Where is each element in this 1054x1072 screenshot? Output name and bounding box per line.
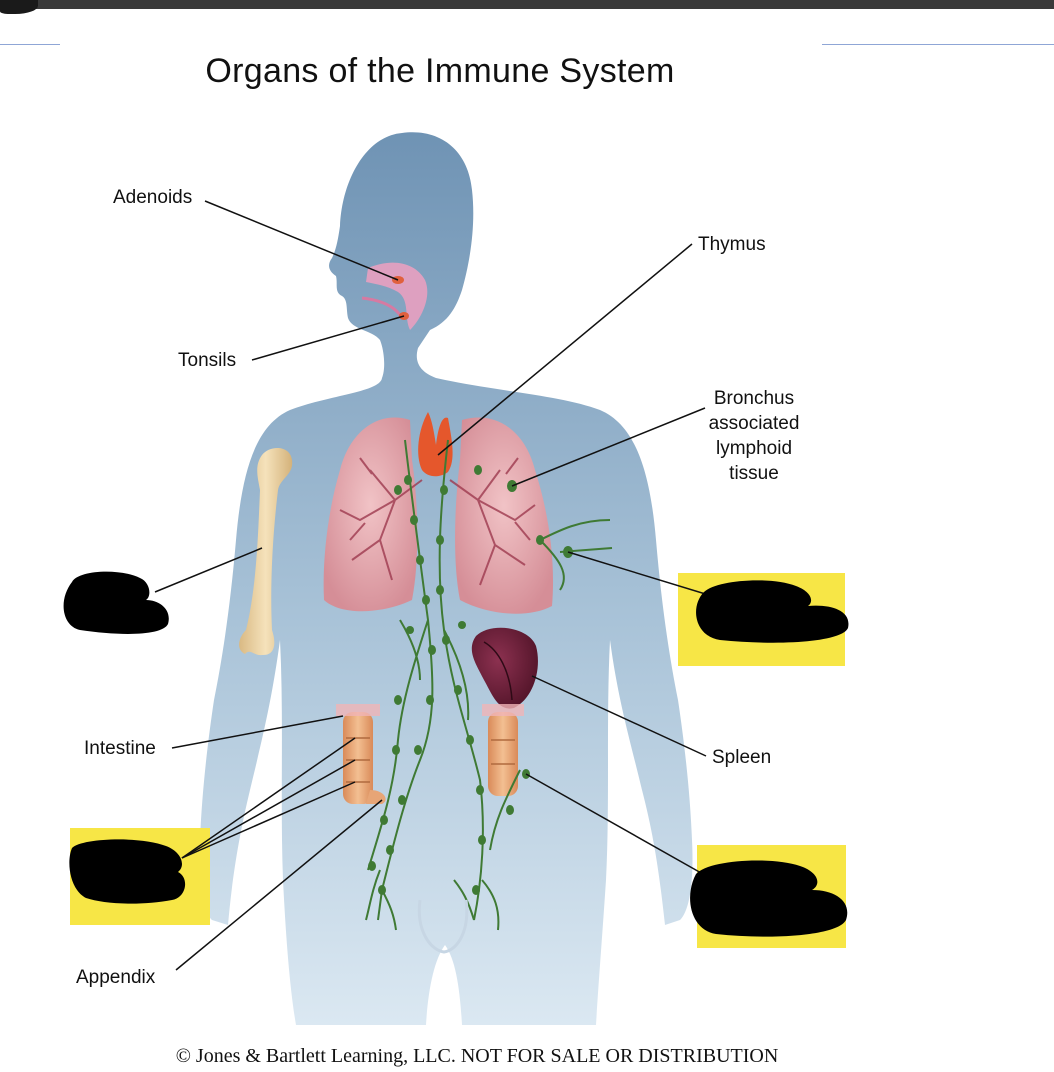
- header-rule-right: [822, 44, 1054, 45]
- label-adenoids: Adenoids: [113, 187, 193, 208]
- copyright-notice: © Jones & Bartlett Learning, LLC. NOT FO…: [175, 1045, 779, 1067]
- lymphatic-vessels: [365, 439, 613, 931]
- pelvis-outline: [417, 899, 469, 954]
- body-silhouette: [199, 132, 693, 1026]
- label-bronchus-line1: Bronchus: [713, 388, 795, 409]
- thymus-organ: [418, 412, 453, 477]
- humerus-bone: [239, 448, 293, 656]
- bronchial-tree: [339, 457, 536, 586]
- label-thymus: Thymus: [698, 234, 766, 255]
- redaction-lymph-vessel-label: [690, 860, 848, 937]
- header-rule-left: [0, 44, 60, 45]
- redaction-bone-label: [63, 571, 169, 634]
- redaction-peyers-label: [69, 839, 186, 904]
- window-top-bar: [0, 0, 1054, 9]
- label-bronchus-line3: lymphoid: [715, 438, 793, 459]
- label-intestine: Intestine: [84, 738, 156, 759]
- leader-lines: [154, 200, 713, 971]
- label-tonsils: Tonsils: [178, 350, 237, 371]
- label-bronchus-line4: tissue: [729, 463, 779, 484]
- label-spleen: Spleen: [712, 747, 772, 768]
- label-appendix: Appendix: [76, 967, 156, 988]
- adenoid-tonsil-tissue: [366, 262, 428, 330]
- label-bronchus: Bronchus associated lymphoid tissue: [696, 386, 812, 486]
- intestine-organ: [336, 704, 524, 804]
- page-title: Organs of the Immune System: [205, 52, 675, 90]
- redaction-marks: [63, 571, 849, 937]
- label-bronchus-line2: associated: [708, 413, 800, 434]
- redaction-lymph-nodes-label: [696, 580, 849, 643]
- top-corner-mark: [0, 0, 38, 14]
